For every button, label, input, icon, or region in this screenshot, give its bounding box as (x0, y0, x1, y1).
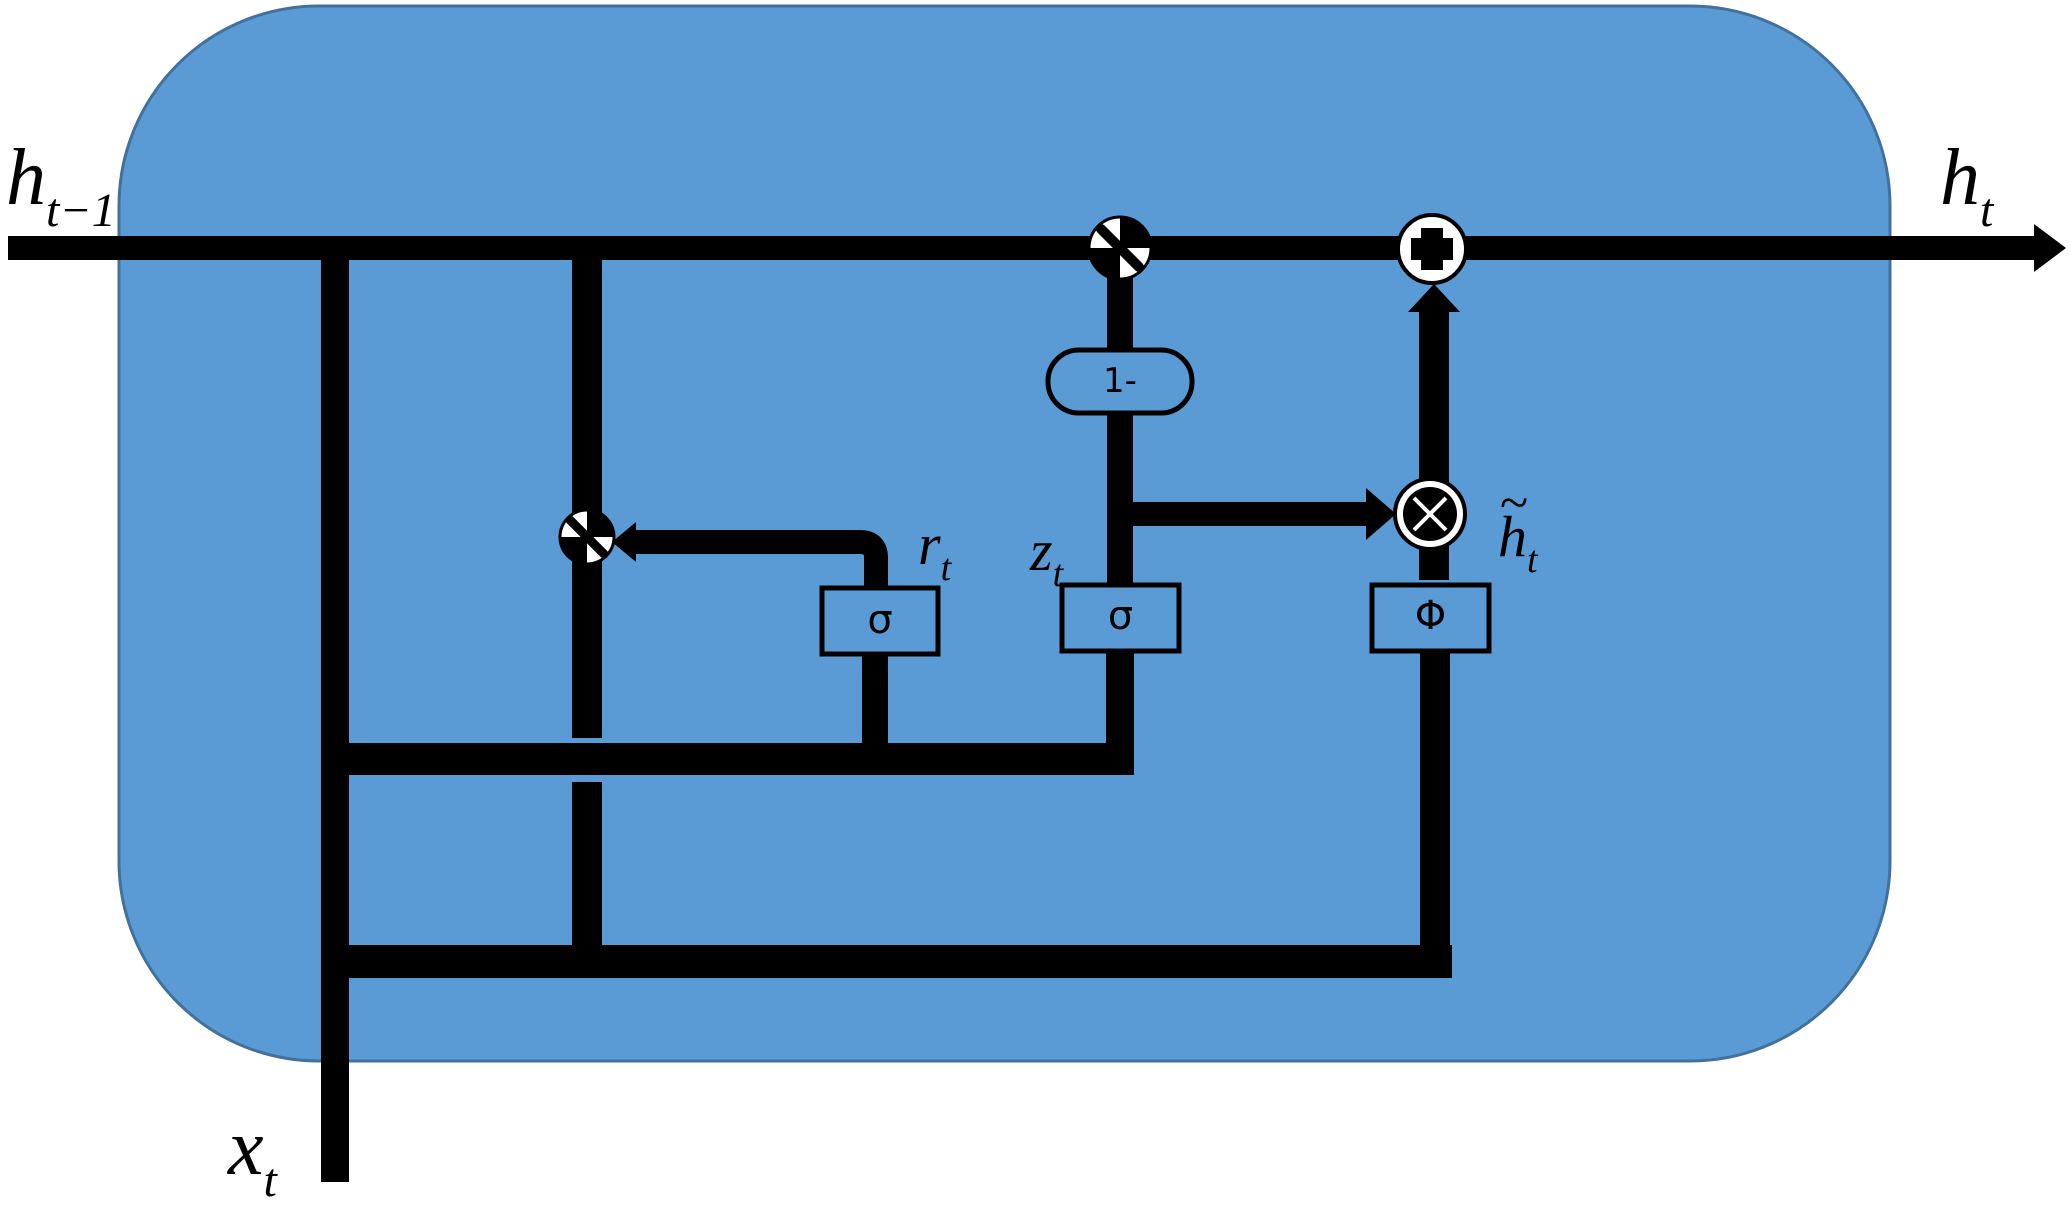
reset-gate-arrowhead (612, 522, 636, 562)
candidate-up-line (1419, 300, 1449, 500)
reset-gate-label: rt (918, 516, 951, 588)
sum-operator (1396, 213, 1468, 285)
update-sigma-label: σ (1107, 593, 1134, 639)
reset-path-lower-line (572, 782, 602, 962)
reset-gate-base: r (918, 512, 941, 577)
reset-sigma-box (819, 585, 941, 657)
gate-feed-update-riser (1106, 640, 1134, 775)
candidate-feed-riser (1420, 648, 1450, 978)
candidate-label: ht (1498, 508, 1538, 580)
update-gate-stem (1107, 248, 1133, 588)
update-gate-base: z (1030, 518, 1053, 583)
x-in-label: xt (228, 1108, 277, 1205)
h-prev-base: h (6, 134, 46, 222)
candidate-base: h (1498, 504, 1527, 569)
reset-gate-sub: t (940, 547, 952, 589)
reset-path-upper-line (572, 248, 602, 738)
h-out-base: h (1940, 134, 1980, 222)
candidate-phi-box (1369, 582, 1492, 654)
reset-multiply-operator (558, 508, 616, 566)
x-in-sub: t (263, 1154, 277, 1207)
x-in-base: x (228, 1104, 264, 1192)
update-branch-arrowhead (1366, 488, 1396, 540)
reset-sigma-label: σ (867, 597, 893, 643)
h-out-label: ht (1940, 138, 1993, 235)
hidden-state-line (8, 236, 2034, 260)
update-gate-sub: t (1052, 553, 1064, 595)
update-sigma-box (1059, 582, 1182, 654)
one-minus-box (1045, 347, 1195, 416)
update-branch-line (1120, 502, 1370, 526)
update-multiply-operator (1087, 215, 1153, 281)
gru-cell-background (117, 4, 1892, 1063)
update-gate-label: zt (1030, 522, 1063, 594)
candidate-up-arrowhead (1408, 284, 1460, 312)
candidate-phi-label: Φ (1414, 593, 1447, 639)
one-minus-label: 1- (1103, 361, 1137, 401)
gate-feed-line (335, 743, 1133, 775)
candidate-feed-line (335, 945, 1452, 978)
input-trunk-line (321, 248, 349, 1182)
hidden-state-arrowhead (2034, 224, 2066, 272)
candidate-multiply-operator (1393, 477, 1467, 551)
candidate-tilde: ~ (1500, 475, 1529, 532)
h-prev-label: ht−1 (6, 138, 116, 235)
gate-feed-reset-riser (862, 648, 888, 758)
reset-gate-path (632, 530, 888, 590)
candidate-sub: t (1527, 539, 1538, 581)
h-prev-sub: t−1 (46, 184, 116, 237)
h-out-sub: t (1980, 184, 1994, 237)
